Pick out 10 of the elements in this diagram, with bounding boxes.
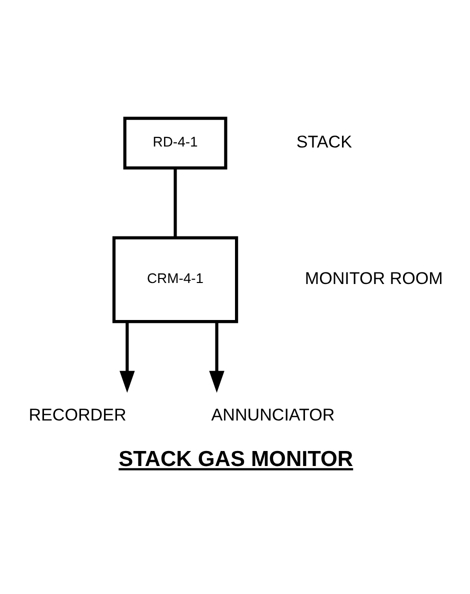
label: STACK — [296, 132, 352, 151]
node-box: RD-4-1 — [123, 116, 228, 169]
connector — [174, 168, 177, 238]
arrow — [209, 322, 224, 392]
node-text: RECORDER — [28, 405, 126, 424]
node-text: ANNUNCIATOR — [211, 405, 335, 424]
label: MONITOR ROOM — [304, 268, 443, 288]
arrow — [120, 322, 135, 392]
node-box: CRM-4-1 — [112, 236, 238, 323]
caption: STACK GAS MONITOR — [118, 446, 354, 471]
